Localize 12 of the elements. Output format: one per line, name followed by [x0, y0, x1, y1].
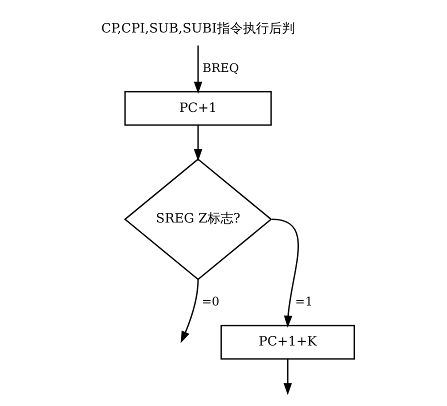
- arrow: [284, 358, 292, 396]
- node-box: PC+1: [124, 91, 272, 126]
- edge-label: =1: [295, 294, 313, 309]
- edge-label: BREQ: [202, 60, 239, 75]
- arrow: [194, 46, 202, 94]
- node-text: CP,CPI,SUB,SUBI指令执行后判: [101, 21, 295, 36]
- arrow: [272, 218, 299, 328]
- node-box: PC+1+K: [220, 324, 355, 360]
- edge-label: =0: [202, 294, 220, 309]
- arrow: [180, 279, 199, 344]
- arrow: [194, 125, 202, 162]
- node-diamond: SREG Z标志?: [124, 158, 272, 280]
